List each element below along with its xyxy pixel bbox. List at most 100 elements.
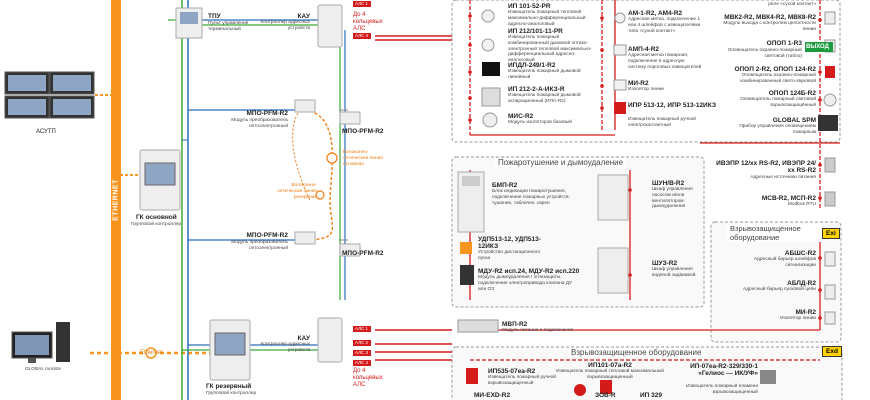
global-monitor-label: GLOBAL monitor (24, 367, 62, 372)
det-4-name: МИС-R2 (508, 113, 534, 120)
fe-1-name: УДП513-12, УДП513-12ИКЗ (478, 236, 541, 251)
det-1-desc: Извещатель пожарный комбинированный дымо… (508, 35, 592, 63)
rc-6-desc: Адресные источники питания (750, 175, 816, 180)
fe-0-desc: Блок индикации пожаротушения, подключени… (492, 189, 570, 206)
exi-1-name: АБЛД-R2 (787, 280, 816, 287)
gk-reserve-desc: Групповой контроллер (206, 391, 257, 396)
global-monitor-pc-icon (11, 322, 70, 363)
mvp-name: МВП-R2 (502, 321, 528, 328)
ethernet-vertical-label: ETHERNET (112, 179, 120, 221)
als-tag-4b: АЛС 4 (355, 360, 369, 365)
tpu-desc: Пульт управления терминальный (208, 21, 249, 32)
mpo3-desc: Модуль преобразователь оптоэлектронный (231, 240, 288, 251)
ethernet-bus: ETHERNET (111, 0, 121, 400)
rc-5-desc: Прибор управления оповещением пожарным (739, 124, 816, 135)
mpo1-desc: Модуль преобразователь оптоэлектронный (231, 118, 288, 129)
section-explosion-top-title: Взрывозащищенное оборудование (727, 224, 823, 242)
ethernet-horizontal-label: Ethernet (140, 350, 163, 356)
fe-3-name: ШУН/В-R2 (652, 180, 685, 187)
fiber-reserve-label: Волоконно-оптическая линия резервная (277, 183, 317, 200)
detr-0-desc: Адресная метка, подключение 1 или 4 шлей… (628, 17, 701, 34)
rc-6-name: ИВЭПР 12/хх RS-R2, ИВЭПР 24/хх RS-R2 (716, 160, 816, 175)
section-explosion-bottom-title: Взрывозащищенное оборудование (568, 348, 705, 357)
det-3-name: ИП 212-2-А-ИКЗ-R (508, 86, 565, 93)
detr-3-name: ИПР 513-12, ИПР 513-12ИКЗ (628, 102, 717, 109)
mpo4-name: МПО-PFM-R2 (342, 250, 384, 257)
mpo2-name: МПО-PFM-R2 (342, 128, 384, 135)
als-tag-4: АЛС 4 (355, 33, 369, 38)
fe-3-desc: Шкаф управления насосом и/или вентилятор… (652, 187, 693, 210)
mpo3-name: МПО-PFM-R2 (246, 232, 288, 239)
fe-2-desc: Модуль дымоудаления / огнезащиты, подклю… (478, 275, 573, 292)
rc-3-name: ОПОП 2-R2, ОПОП 124-R2 (734, 66, 816, 73)
kau-top-name: КАУ (297, 13, 310, 20)
exi-tag: Exi (822, 228, 840, 239)
exd-0-desc: Извещатель пожарный ручной взрывозащищен… (488, 375, 556, 386)
asutp-label: АСУТП (36, 129, 56, 135)
rc-2-desc: Оповещатель охранно-пожарный световой (т… (727, 48, 802, 59)
rc-5-name: GLOBAL SPM (772, 117, 816, 124)
detr-1-desc: Адресная метка пожарная, подключение в а… (628, 53, 702, 70)
asutp-monitors-icon (4, 71, 95, 119)
kau-top-loops: До 4 кольцевых АЛС (353, 12, 383, 32)
detr-2-name: МИ-R2 (628, 80, 649, 87)
section-fire-ext-title: Пожаротушение и дымоудаление (495, 158, 627, 167)
kau-top-desc: Контроллер адресных устройств (260, 20, 310, 31)
als-tag-1: АЛС 1 (355, 1, 369, 6)
exi-0-name: АБШС-R2 (784, 250, 816, 257)
exd-2-name: ЗОВ-R (595, 392, 616, 399)
kau-bottom-loops: До 4 кольцевых АЛС (353, 368, 383, 388)
gk-main-name: ГК основной (136, 214, 177, 221)
rc-4-desc: Оповещатель пожарный световой взрывозащи… (740, 97, 816, 108)
exit-sign-text: ВЫХОД (806, 44, 829, 50)
als-tag-1b: АЛС 1 (355, 326, 369, 331)
fe-2-name: МДУ-R2 исп.24, МДУ-R2 исп.220 (478, 268, 580, 275)
rc-0-name: реле «сухой контакт» (768, 2, 816, 7)
gk-main-desc: Групповой контроллер (131, 222, 182, 227)
rc-4-name: ОПОП 124Б-R2 (768, 90, 816, 97)
detr-1-name: АМП-4-R2 (628, 46, 660, 53)
det-2-desc: Извещатель пожарный дымовой линейный (508, 69, 581, 80)
fe-4-desc: Шкаф управления водяной задвижкой (652, 267, 696, 278)
exi-0-desc: Адресный барьер шлейфов сигнализации (753, 257, 816, 268)
fe-1-desc: Устройство дистанционного пуска (478, 250, 541, 261)
mpo1-name: МПО-PFM-R2 (246, 110, 288, 117)
exi-1-desc: Адресный барьер пусковой цепи (743, 287, 816, 292)
rc-7-desc: Modbus RTU (787, 202, 816, 207)
exd-1-name: ИП101-07а-R2 (588, 362, 632, 369)
det-0-name: ИП 101-52-PR (508, 3, 551, 10)
kau-bottom-desc: Контроллер адресных устройств (260, 342, 310, 353)
rc-3-desc: Оповещатель охранно-пожарный комбинирова… (740, 73, 816, 84)
rc-1-name: МВК2-R2, МВК4-R2, МВК8-R2 (724, 14, 816, 21)
fiber-main-label: Волоконно-оптическая линия основная (343, 150, 383, 167)
fe-0-name: БМП-R2 (492, 182, 518, 189)
exd-tag: Exd (822, 346, 842, 357)
als-tag-2b: АЛС 2 (355, 340, 369, 345)
rc-1-desc: Модуль выхода с контролем целостности ли… (723, 21, 816, 32)
exi-2-desc: Изолятор линии (780, 316, 816, 321)
rc-2-name: ОПОП 1-R3 (766, 40, 802, 47)
detr-2-desc: Изолятор линии (628, 87, 664, 92)
exi-2-name: МИ-R2 (795, 309, 816, 316)
det-3-desc: Извещатель пожарный дымовой аспирационны… (508, 93, 581, 104)
detr-3-desc: Извещатель пожарный ручной электроконтак… (628, 117, 696, 128)
tpu-name: ТПУ (208, 13, 221, 20)
detr-0-name: АМ-1-R2, АМ4-R2 (628, 10, 683, 17)
det-2-name: ИПДЛ-249/1-R2 (508, 62, 556, 69)
exd-3-name: ИП 329 (640, 392, 662, 399)
als-tag-3b: АЛС 3 (355, 350, 369, 355)
gk-reserve-name: ГК резервный (206, 383, 252, 390)
det-4-desc: Модуль изоляторов базовый (508, 120, 572, 125)
kau-bottom-name: КАУ (297, 335, 310, 342)
det-0-desc: Извещатель пожарный тепловой максимально… (508, 10, 586, 27)
rc-7-name: МСВ-R2, МСП-R2 (761, 195, 816, 202)
exd-0-name: ИП535-07еа-R2 (488, 368, 536, 375)
exd-1-desc: Извещатель пожарный тепловой максимальны… (556, 369, 664, 380)
mvp-desc: Модуль питания и подключения (502, 328, 574, 333)
exd-5-name: МИ-ЕХD-R2 (474, 392, 511, 399)
exd-4-desc: Извещатель пожарный пламени взрывозащище… (686, 384, 758, 395)
det-1-name: ИП 212/101-11-PR (508, 28, 563, 35)
exd-4-name: ИП-07еа-R2-329/330-1 «Гелиос — ИК/УФ» (690, 363, 758, 378)
fe-4-name: ШУЗ-R2 (652, 260, 678, 267)
